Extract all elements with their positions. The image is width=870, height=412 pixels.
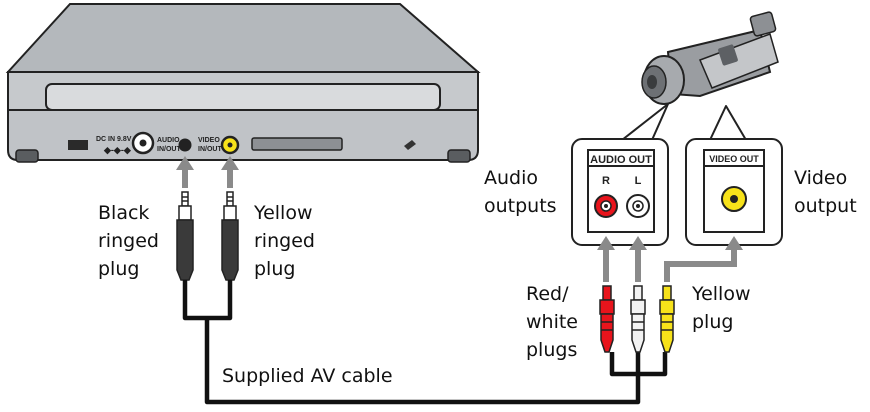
dc-in-jack-pin <box>139 139 147 147</box>
video-output-label-1: Video <box>794 167 847 189</box>
portable-player: DC IN 9.8V ◆-◆-◆ AUDIO IN/OUT VIDEO IN/O… <box>5 3 481 163</box>
black-plug-label-3: plug <box>98 258 139 280</box>
yellow-ringed-label-1: Yellow <box>253 202 313 224</box>
phones-icon <box>404 140 416 150</box>
video-output-label-2: output <box>794 195 857 217</box>
audio-out-title: AUDIO OUT <box>590 154 652 166</box>
audio-out-panel: AUDIO OUT R L <box>571 138 669 246</box>
video-jack-label-2: IN/OUT <box>198 146 222 153</box>
black-plug-label-1: Black <box>98 202 149 224</box>
yellow-plug-label-2: plug <box>692 311 733 333</box>
video-jack-pin <box>227 142 233 148</box>
video-jack-arrowhead <box>221 156 239 170</box>
camcorder-connection-arrows <box>597 236 743 282</box>
av-cable <box>182 280 641 405</box>
red-white-plugs-label-1: Red/ <box>526 283 569 305</box>
yellow-plug-label-1: Yellow <box>691 283 751 305</box>
video-jack-arrowhead-cam <box>725 236 743 250</box>
front-slot <box>251 137 343 151</box>
black-ringed-plug <box>176 191 194 281</box>
video-out-title: VIDEO OUT <box>709 154 759 164</box>
player-lid <box>5 3 481 73</box>
audio-outputs-label-1: Audio <box>484 167 538 189</box>
audio-callout-pointer <box>621 103 669 141</box>
player-hinge <box>45 83 441 111</box>
av-cable-split <box>609 352 668 377</box>
video-out-panel: VIDEO OUT <box>685 138 783 246</box>
red-white-plugs-label-3: plugs <box>526 339 577 361</box>
cable-label: Supplied AV cable <box>222 365 393 387</box>
red-white-plugs-label-2: white <box>526 311 578 333</box>
l-jack-arrowhead <box>629 236 647 250</box>
player-foot-left <box>15 149 39 163</box>
camcorder-icon <box>641 11 779 105</box>
yellow-ringed-label-3: plug <box>254 258 295 280</box>
dc-polarity-icon: ◆-◆-◆ <box>103 145 132 155</box>
black-plug-label-2: ringed <box>98 230 159 252</box>
red-rca-plug <box>599 285 615 353</box>
audio-jack-label-2: IN/OUT <box>157 146 181 153</box>
audio-outputs-label-2: outputs <box>484 195 557 217</box>
audio-jack <box>178 138 192 152</box>
r-channel-label: R <box>602 175 610 187</box>
video-jack-label-1: VIDEO <box>198 137 220 144</box>
vent-slot <box>68 140 88 150</box>
player-foot-right <box>447 149 471 163</box>
r-jack-arrowhead <box>597 236 615 250</box>
white-rca-plug <box>630 285 646 353</box>
audio-jack-label-1: AUDIO <box>157 137 180 144</box>
yellow-rca-plug <box>659 285 675 353</box>
player-front-panel <box>7 109 479 161</box>
l-channel-label: L <box>635 175 642 187</box>
video-callout-pointer <box>709 105 747 141</box>
dc-in-label: DC IN 9.8V <box>96 136 132 143</box>
yellow-ringed-label-2: ringed <box>254 230 315 252</box>
yellow-ringed-plug <box>221 191 239 281</box>
player-connection-arrows <box>176 156 239 188</box>
audio-jack-arrowhead <box>176 156 194 170</box>
